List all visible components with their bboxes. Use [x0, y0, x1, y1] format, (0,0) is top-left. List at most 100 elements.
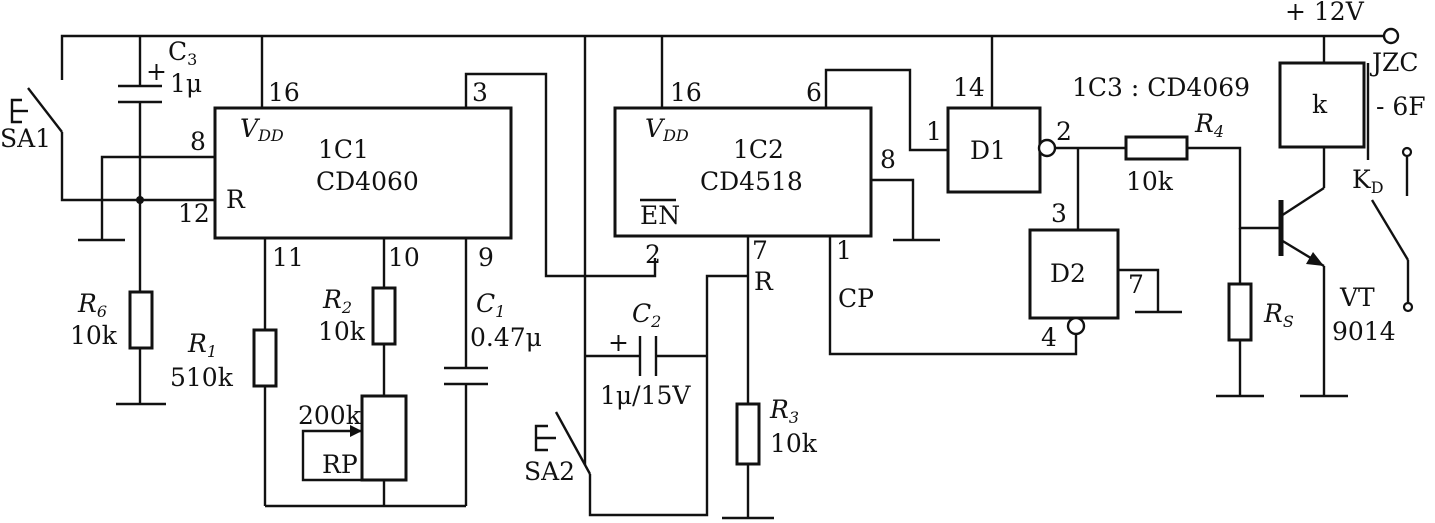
ic2-pin7: 7: [752, 236, 768, 265]
transistor-vt: VT 9014: [1278, 186, 1396, 346]
cp-wire: [828, 236, 1078, 356]
c1-label: C1: [476, 289, 505, 321]
d2-inverter-bubble: [1066, 316, 1086, 336]
ic2-pin2: 2: [645, 240, 661, 269]
ic3-pin3: 3: [1051, 199, 1067, 228]
relay-name: JZC: [1369, 48, 1419, 77]
d1-label: D1: [970, 136, 1006, 165]
r4-label: R4: [1194, 109, 1224, 141]
sa2-low-wire: [588, 274, 748, 517]
ic3-pin1: 1: [926, 117, 942, 146]
sa1-wire: [60, 132, 215, 202]
ic1-reset: R: [226, 185, 246, 214]
sa2-label: SA2: [524, 457, 575, 486]
ic1-part: CD4060: [316, 167, 419, 196]
ic2-name: 1C2: [733, 135, 784, 164]
d2-pin7-wire: [1118, 268, 1160, 312]
resistor-r3: R3 10k: [735, 395, 818, 466]
r1-value: 510k: [170, 363, 234, 392]
relay-coil-label: k: [1312, 90, 1328, 119]
c3-label: C3: [168, 37, 197, 69]
resistor-rs: RS: [1227, 282, 1294, 342]
ic2-reset: R: [754, 267, 774, 296]
ic2-vdd: VDD: [645, 114, 689, 145]
ic3-note: 1C3 : CD4069: [1072, 73, 1250, 102]
rs-label: RS: [1263, 299, 1294, 331]
resistor-r6: R6 10k: [70, 289, 154, 350]
switch-sa1: SA1: [0, 87, 63, 153]
ic1-body: [213, 106, 513, 240]
r4-to-base-wire: [1187, 146, 1281, 230]
rp-wiper-arrow: [350, 425, 362, 437]
ic2-part: CD4518: [700, 167, 803, 196]
r3-value: 10k: [770, 429, 818, 458]
potentiometer-rp: 200k RP: [298, 394, 408, 482]
q14-to-en-wire: [464, 72, 657, 278]
ic2-pin8: 8: [880, 145, 896, 174]
r6-label: R6: [77, 289, 107, 321]
ic2-en: EN: [640, 201, 680, 230]
r2-label: R2: [322, 285, 352, 317]
c3-plus: +: [146, 57, 167, 86]
vt-part: 9014: [1332, 317, 1396, 346]
relay-coil: [1278, 61, 1366, 149]
c2-plus: +: [608, 328, 629, 357]
rp-label: RP: [322, 450, 358, 479]
ic2-clock: CP: [838, 284, 874, 313]
resistor-r2: R2 10k: [318, 285, 397, 346]
vt-collector: [1280, 186, 1325, 218]
supply-rail: [60, 34, 1385, 80]
ic1: 1C1 CD4060 VDD R 16 8 12 11 10 9 3: [178, 78, 513, 272]
rp-value: 200k: [298, 401, 362, 430]
ic2-pin16: 16: [670, 78, 702, 107]
ic2: 1C2 CD4518 VDD EN 16 6 8 2 7 R 1 CP: [613, 78, 896, 313]
ic3-pin7: 7: [1128, 270, 1144, 299]
ic3-pin2: 2: [1056, 117, 1072, 146]
vt-name: VT: [1339, 283, 1375, 312]
ic1-name: 1C1: [318, 135, 369, 164]
d1-inverter-bubble: [1037, 138, 1057, 158]
c2-value: 1μ/15V: [600, 381, 691, 410]
gate-d2: [1028, 228, 1120, 320]
r2-value: 10k: [318, 317, 366, 346]
c2-label: C2: [632, 299, 661, 331]
r3-label: R3: [769, 395, 799, 427]
ic1-vdd: VDD: [240, 114, 284, 145]
ic3-pin4: 4: [1041, 323, 1057, 352]
ic1-pin8: 8: [190, 127, 206, 156]
vt-emitter-arrow: [1306, 252, 1324, 266]
capacitor-c2: + C2 1μ/15V: [600, 299, 691, 410]
q4-to-d1-wire: [824, 68, 948, 152]
rp-wiper-wire: [301, 429, 384, 482]
r4-value: 10k: [1126, 167, 1174, 196]
resistor-r1: R1 510k: [170, 328, 278, 392]
supply-label: + 12V: [1285, 0, 1365, 26]
ic2-body: [613, 106, 873, 238]
d2-label: D2: [1050, 259, 1086, 288]
ic2-pin6: 6: [806, 78, 822, 107]
resistor-r4: R4 10k: [1124, 109, 1224, 196]
pin8-wire: [100, 155, 215, 240]
sa1-label: SA1: [0, 124, 51, 153]
ic1-pin3: 3: [472, 78, 488, 107]
ic1-pin11: 11: [272, 243, 304, 272]
ic1-pin16: 16: [268, 78, 300, 107]
ic3-pin14: 14: [953, 73, 985, 102]
wires: [60, 34, 1385, 520]
relay-contact-top: [1401, 146, 1413, 158]
ic2-pin1: 1: [836, 236, 852, 265]
ic1-pin9: 9: [478, 243, 494, 272]
relay-type: - 6F: [1376, 92, 1426, 121]
switch-sa2: SA2: [524, 411, 592, 486]
capacitor-c3: + C3 1μ: [118, 37, 202, 104]
junction-dot: [136, 196, 144, 204]
c3-value: 1μ: [170, 69, 202, 98]
gate-d1: [946, 106, 1042, 194]
relay-contact-label: KD: [1352, 165, 1384, 197]
r1-label: R1: [187, 329, 217, 361]
c1-value: 0.47μ: [470, 323, 542, 352]
relay-contact-blade: [1370, 199, 1410, 261]
capacitor-c1: C1 0.47μ: [444, 289, 542, 386]
ic2-pin8-wire: [871, 178, 915, 240]
